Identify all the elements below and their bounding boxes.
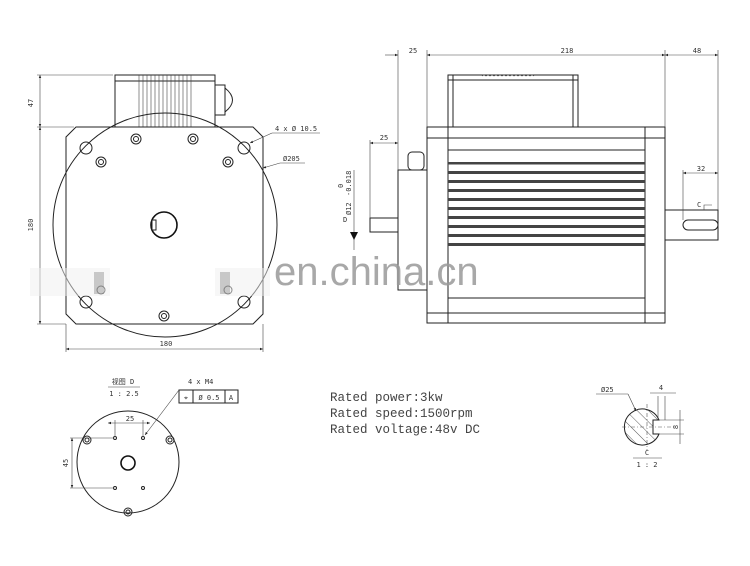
section-c-title: C (645, 449, 649, 457)
section-marker-c: C (697, 201, 701, 209)
watermark-text: en.china.cn (274, 250, 479, 294)
dim-25-flange: 25 (409, 47, 417, 55)
dim-25-shaft: 25 (380, 134, 388, 142)
dim-32: 32 (697, 165, 705, 173)
rear-shaft (664, 209, 719, 241)
position-tolerance-icon: ⌖ (184, 394, 188, 402)
dim-45: 45 (62, 459, 70, 467)
view-d: 视图 D 1 : 2.5 4 x M4 ⌖ Ø 0.5 A 25 45 (62, 377, 239, 517)
cooling-fins (448, 162, 645, 246)
key-depth: 8 (672, 425, 680, 429)
specs: Rated power:3kw Rated speed:1500rpm Rate… (330, 391, 480, 437)
view-d-title: 视图 D (112, 377, 134, 386)
side-terminal-box (447, 74, 579, 128)
shaft-tolerance-upper: 0 (337, 184, 345, 188)
shaft-diameter: Ø12 (345, 202, 353, 215)
key-width: 4 (659, 384, 663, 392)
cable-gland (214, 84, 226, 116)
mounting-plate (65, 126, 264, 325)
shaft-end (150, 211, 178, 239)
section-c-scale: 1 : 2 (636, 461, 657, 469)
side-cable-gland (407, 151, 425, 171)
spec-power: Rated power:3kw (330, 391, 443, 405)
dim-48: 48 (693, 47, 701, 55)
dim-180-vertical: 180 (27, 219, 35, 232)
dim-47: 47 (27, 99, 35, 107)
datum-label: A (229, 394, 234, 402)
view-marker-d: D (343, 216, 347, 224)
side-view: 25 218 48 25 32 Ø12 0 -0.018 D C (337, 47, 719, 324)
section-c: Ø25 4 8 C 1 : 2 (596, 384, 684, 469)
dim-25-view-d: 25 (126, 415, 134, 423)
pcd-callout: Ø205 (283, 155, 300, 163)
dim-180-horizontal: 180 (160, 340, 173, 348)
tolerance-frame (178, 389, 239, 404)
front-view: 47 180 180 4 x Ø 10.5 Ø205 (27, 74, 320, 352)
section-diameter: Ø25 (601, 386, 614, 394)
dim-218: 218 (561, 47, 574, 55)
mount-holes-callout: 4 x Ø 10.5 (275, 125, 317, 133)
watermark: en.china.cn (30, 250, 479, 296)
spec-speed: Rated speed:1500rpm (330, 407, 473, 421)
pcd-circle (52, 112, 278, 338)
thread-callout: 4 x M4 (188, 378, 213, 386)
tolerance-value: Ø 0.5 (198, 394, 219, 402)
terminal-box (114, 74, 216, 128)
shaft-tolerance-lower: -0.018 (345, 171, 353, 196)
front-shaft (369, 217, 399, 233)
spec-voltage: Rated voltage:48v DC (330, 423, 480, 437)
view-d-scale: 1 : 2.5 (109, 390, 139, 398)
view-d-circle (76, 410, 180, 514)
mount-holes (79, 133, 251, 322)
